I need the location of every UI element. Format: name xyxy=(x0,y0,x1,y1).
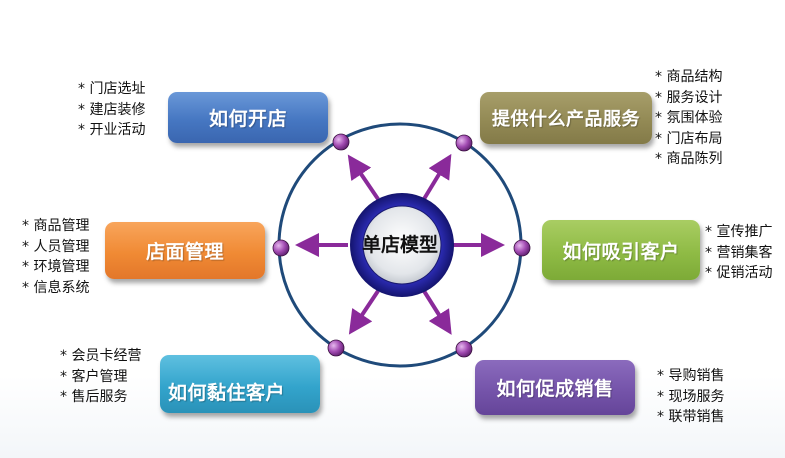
bullet-item: * 售后服务 xyxy=(60,389,128,405)
bullet-item: * 建店装修 xyxy=(78,101,146,118)
node-box-attract-customers: 如何吸引客户 xyxy=(542,220,700,280)
node-dot-bottom-right xyxy=(455,340,473,358)
node-dot-right xyxy=(513,239,531,257)
bullet-item: * 服务设计 xyxy=(655,89,723,106)
center-disc xyxy=(362,205,442,285)
bullet-list-product-service: * 商品结构 * 服务设计 * 氛围体验 * 门店布局 * 商品陈列 xyxy=(655,67,722,170)
bullet-item: * 导购销售 xyxy=(657,368,725,384)
bullet-item: * 氛围体验 xyxy=(655,110,723,126)
bullet-item: * 营销集客 xyxy=(705,244,773,261)
node-dot-top-left xyxy=(332,133,350,151)
bullet-item: * 宣传推广 xyxy=(705,224,773,240)
bullet-item: * 商品陈列 xyxy=(655,151,723,167)
bullet-item: * 开业活动 xyxy=(78,122,146,138)
bullet-item: * 门店选址 xyxy=(78,81,146,97)
center-label: 单店模型 xyxy=(361,234,438,256)
bullet-item: * 信息系统 xyxy=(22,279,90,296)
arrows xyxy=(295,153,505,335)
bullet-item: * 现场服务 xyxy=(657,388,725,405)
bullet-item: * 环境管理 xyxy=(22,259,90,275)
arrow-down-right-icon xyxy=(422,289,452,335)
bullet-item: * 会员卡经营 xyxy=(60,348,142,364)
node-box-open-store: 如何开店 xyxy=(168,92,328,143)
bullet-item: * 客户管理 xyxy=(60,368,128,385)
node-box-store-management: 店面管理 xyxy=(105,222,265,279)
bullet-list-store-management: * 商品管理 * 人员管理 * 环境管理 * 信息系统 xyxy=(22,216,89,298)
node-box-product-service: 提供什么产品服务 xyxy=(480,92,652,144)
bullet-list-attract-customers: * 宣传推广 * 营销集客 * 促销活动 xyxy=(705,222,772,284)
bullet-list-promote-sales: * 导购销售 * 现场服务 * 联带销售 xyxy=(657,366,724,428)
bullet-item: * 商品管理 xyxy=(22,218,90,234)
bullet-item: * 门店布局 xyxy=(655,130,723,147)
node-dot-bottom-left xyxy=(327,339,345,357)
bullet-item: * 联带销售 xyxy=(657,409,725,425)
node-box-promote-sales: 如何促成销售 xyxy=(475,360,635,415)
bullet-item: * 促销活动 xyxy=(705,265,773,281)
arrow-up-right-icon xyxy=(422,153,452,201)
node-dot-left xyxy=(272,239,290,257)
node-box-retain-customers: 如何黏住客户 xyxy=(160,355,320,413)
arrow-down-left-icon xyxy=(348,289,380,335)
node-dot-top-right xyxy=(455,134,473,152)
bullet-item: * 人员管理 xyxy=(22,238,90,255)
bullet-item: * 商品结构 xyxy=(655,69,723,85)
node-dots xyxy=(272,133,531,358)
bullet-list-open-store: * 门店选址 * 建店装修 * 开业活动 xyxy=(78,79,145,141)
bullet-list-retain-customers: * 会员卡经营 * 客户管理 * 售后服务 xyxy=(60,346,141,408)
arrow-up-left-icon xyxy=(347,154,380,201)
